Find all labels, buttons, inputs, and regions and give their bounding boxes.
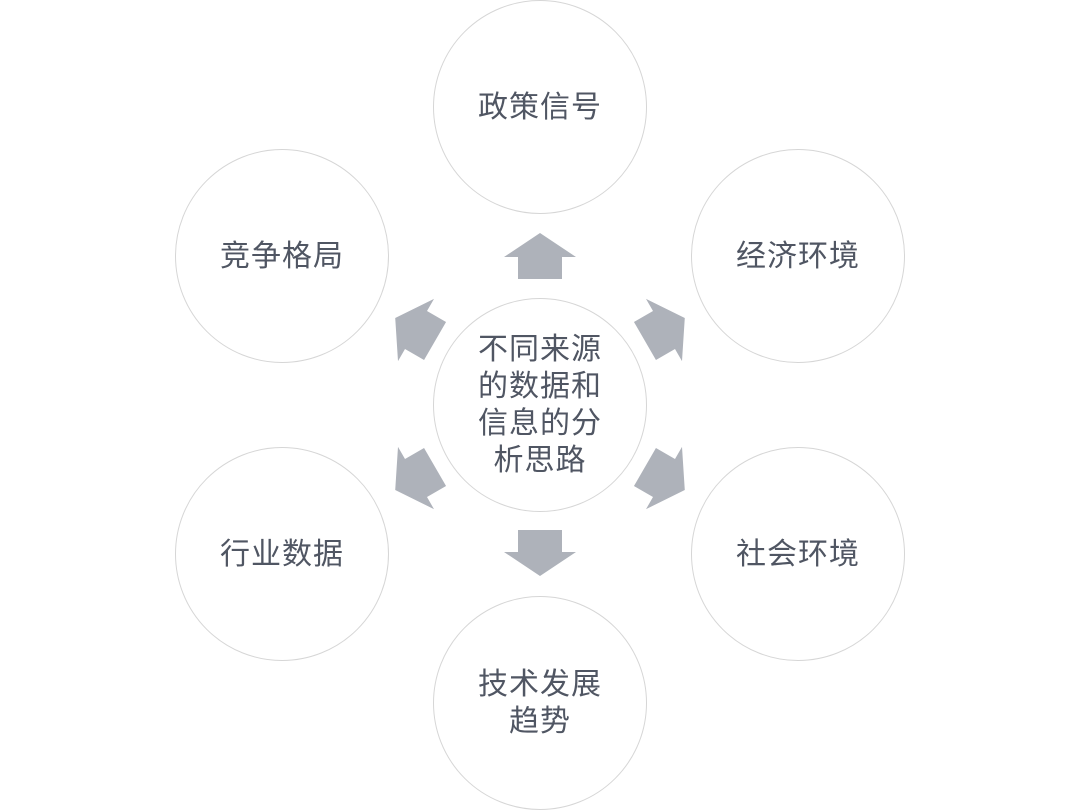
arrow-lower-right-icon [626, 435, 703, 522]
competitive-landscape-node: 竞争格局 [175, 149, 389, 363]
central-analysis-label: 不同来源 的数据和 信息的分 析思路 [478, 332, 602, 478]
social-environment-node: 社会环境 [691, 447, 905, 661]
arrow-upper-right-icon [626, 286, 703, 373]
industry-data-label: 行业数据 [220, 536, 344, 572]
arrow-upper-left-icon [377, 286, 454, 373]
industry-data-node: 行业数据 [175, 447, 389, 661]
policy-signal-label: 政策信号 [478, 89, 602, 125]
technology-trend-label: 技术发展 趋势 [478, 667, 602, 739]
central-analysis-node: 不同来源 的数据和 信息的分 析思路 [433, 298, 647, 512]
arrow-down-icon [504, 530, 576, 576]
policy-signal-node: 政策信号 [433, 0, 647, 214]
technology-trend-node: 技术发展 趋势 [433, 596, 647, 810]
competitive-landscape-label: 竞争格局 [220, 238, 344, 274]
economic-environment-label: 经济环境 [736, 238, 860, 274]
arrow-up-icon [504, 233, 576, 279]
economic-environment-node: 经济环境 [691, 149, 905, 363]
social-environment-label: 社会环境 [736, 536, 860, 572]
